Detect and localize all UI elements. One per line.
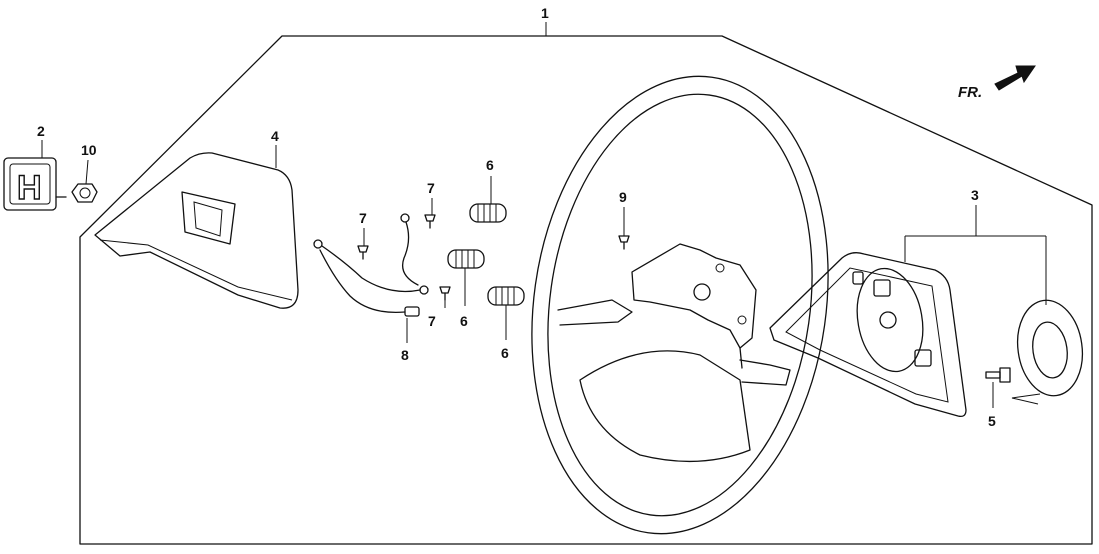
callout-3: 3 bbox=[971, 187, 979, 203]
rear-cover-hole bbox=[879, 311, 897, 329]
harness-wire-a bbox=[321, 245, 421, 293]
rear-cover-plate bbox=[856, 267, 924, 373]
wheel-lower-hub bbox=[579, 350, 751, 463]
emblem-part: H bbox=[3, 157, 67, 211]
wheel-left-spoke bbox=[557, 299, 633, 326]
callout-10-leader bbox=[85, 159, 89, 185]
harness-wire-b bbox=[319, 249, 406, 314]
callout-2: 2 bbox=[37, 123, 45, 139]
harness-terminal-left bbox=[313, 239, 323, 249]
wheel-column bbox=[739, 347, 743, 369]
callout-7b: 7 bbox=[427, 180, 435, 196]
spring-part-a bbox=[469, 203, 507, 223]
assembly-frame bbox=[79, 35, 1093, 545]
callout-3-bracket bbox=[904, 205, 1047, 305]
screw-part-a bbox=[357, 245, 369, 260]
wire-harness-part bbox=[313, 213, 429, 317]
callout-6c: 6 bbox=[501, 345, 509, 361]
wheel-hub-hole-b bbox=[737, 315, 747, 325]
rear-cover-part bbox=[769, 252, 967, 418]
nut-hole bbox=[79, 187, 91, 199]
spring-b-body bbox=[447, 249, 485, 269]
callout-7c: 7 bbox=[428, 313, 436, 329]
emblem-plate bbox=[3, 157, 57, 211]
rear-cover-outline bbox=[769, 252, 967, 418]
callout-4: 4 bbox=[271, 128, 279, 144]
rear-cover-tab-c bbox=[852, 271, 864, 285]
bolt-part bbox=[985, 367, 1011, 383]
front-direction-indicator: FR. bbox=[958, 65, 1036, 101]
screw-part-b bbox=[424, 214, 436, 229]
rear-cover-tab-a bbox=[873, 279, 891, 297]
wheel-rim-inner bbox=[547, 93, 813, 517]
wheel-hub-bracket bbox=[631, 243, 757, 349]
wheel-hub-center bbox=[693, 283, 711, 301]
wheel-right-spoke bbox=[739, 359, 791, 386]
callout-9: 9 bbox=[619, 189, 627, 205]
emblem-inner bbox=[9, 163, 51, 205]
callout-7a: 7 bbox=[359, 210, 367, 226]
steering-wheel-part bbox=[531, 75, 829, 535]
horn-pad-part bbox=[94, 152, 299, 309]
horn-pad-window-inner bbox=[193, 201, 223, 237]
wheel-hub-hole-a bbox=[715, 263, 725, 273]
nut-part bbox=[71, 183, 98, 203]
rear-cover-inner bbox=[785, 267, 949, 403]
front-arrow-icon bbox=[994, 65, 1036, 91]
harness-wire-c bbox=[401, 221, 419, 286]
contact-ring-inner bbox=[1032, 321, 1068, 379]
spring-part-c bbox=[487, 286, 525, 306]
bolt-shank bbox=[985, 371, 1001, 379]
spring-a-body bbox=[469, 203, 507, 223]
screw-c-head bbox=[439, 286, 451, 294]
screw-9-head bbox=[618, 235, 630, 243]
screw-b-head bbox=[424, 214, 436, 222]
front-label: FR. bbox=[958, 84, 982, 101]
callout-1: 1 bbox=[541, 5, 549, 21]
screw-part-c bbox=[439, 286, 451, 301]
horn-pad-window bbox=[181, 191, 236, 245]
callout-6a: 6 bbox=[486, 157, 494, 173]
callout-5: 5 bbox=[988, 413, 996, 429]
contact-ring-lead bbox=[1011, 393, 1041, 405]
callout-8: 8 bbox=[401, 347, 409, 363]
nut-body bbox=[71, 183, 98, 203]
contact-ring-part bbox=[1011, 299, 1084, 405]
bolt-head bbox=[999, 367, 1011, 383]
spring-part-b bbox=[447, 249, 485, 269]
harness-terminal-top bbox=[400, 213, 410, 223]
callout-6b: 6 bbox=[460, 313, 468, 329]
horn-pad-lower-edge bbox=[99, 239, 293, 301]
harness-connector bbox=[404, 306, 420, 317]
spring-c-body bbox=[487, 286, 525, 306]
contact-ring-outer bbox=[1016, 299, 1084, 397]
horn-pad-outline bbox=[94, 152, 299, 309]
screw-part-9 bbox=[618, 235, 630, 250]
rear-cover-tab-b bbox=[914, 349, 932, 367]
honda-emblem-icon: H bbox=[17, 169, 42, 207]
screw-a-head bbox=[357, 245, 369, 253]
wheel-rim-outer bbox=[531, 75, 829, 535]
callout-10: 10 bbox=[81, 142, 97, 158]
harness-terminal-right bbox=[419, 285, 429, 295]
